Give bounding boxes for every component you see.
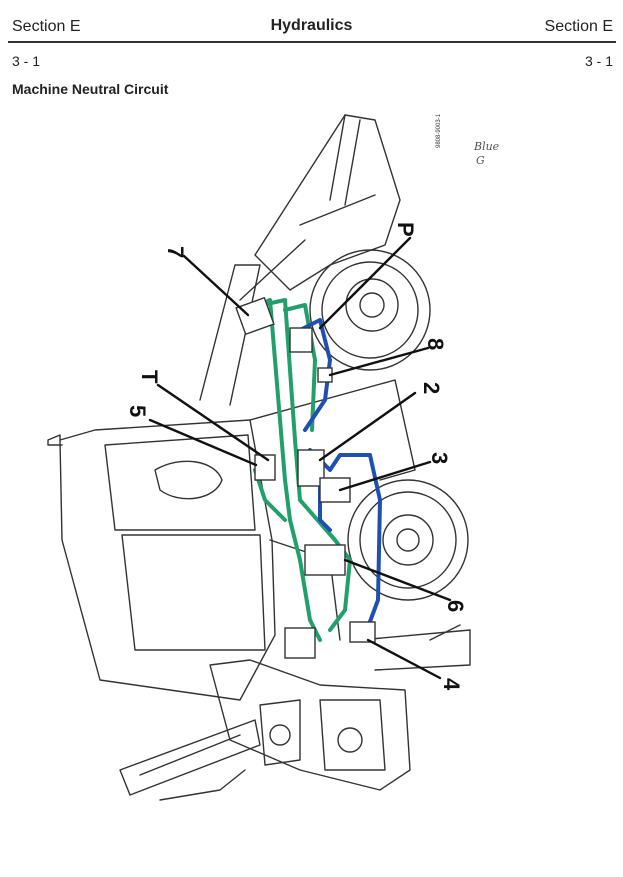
diagram-ref-code: 9808-9003-1 (436, 113, 442, 148)
machine-line-art (47, 114, 471, 801)
page-number-left: 3 - 1 (12, 53, 41, 69)
handwritten-note-line-1: Blue (473, 140, 500, 153)
header-section-left: Section E (12, 18, 81, 35)
page-title: Machine Neutral Circuit (12, 81, 169, 97)
handwritten-note-line-2: G (476, 154, 485, 167)
callout-7: 7 (163, 246, 188, 258)
callout-3: 3 (427, 452, 452, 464)
header-section-right: Section E (544, 18, 613, 35)
callout-4: 4 (439, 678, 464, 691)
callout-2: 2 (419, 382, 444, 394)
callout-5: 5 (125, 405, 150, 417)
callout-6: 6 (443, 600, 468, 612)
callout-t: T (137, 370, 162, 384)
callout-8: 8 (423, 338, 448, 350)
page-number-right: 3 - 1 (584, 53, 613, 69)
callout-p: P (393, 222, 418, 237)
hydraulic-components (235, 296, 376, 659)
callout-leaders (148, 236, 452, 680)
header-chapter-title: Hydraulics (270, 17, 353, 34)
header-rule (8, 41, 616, 43)
